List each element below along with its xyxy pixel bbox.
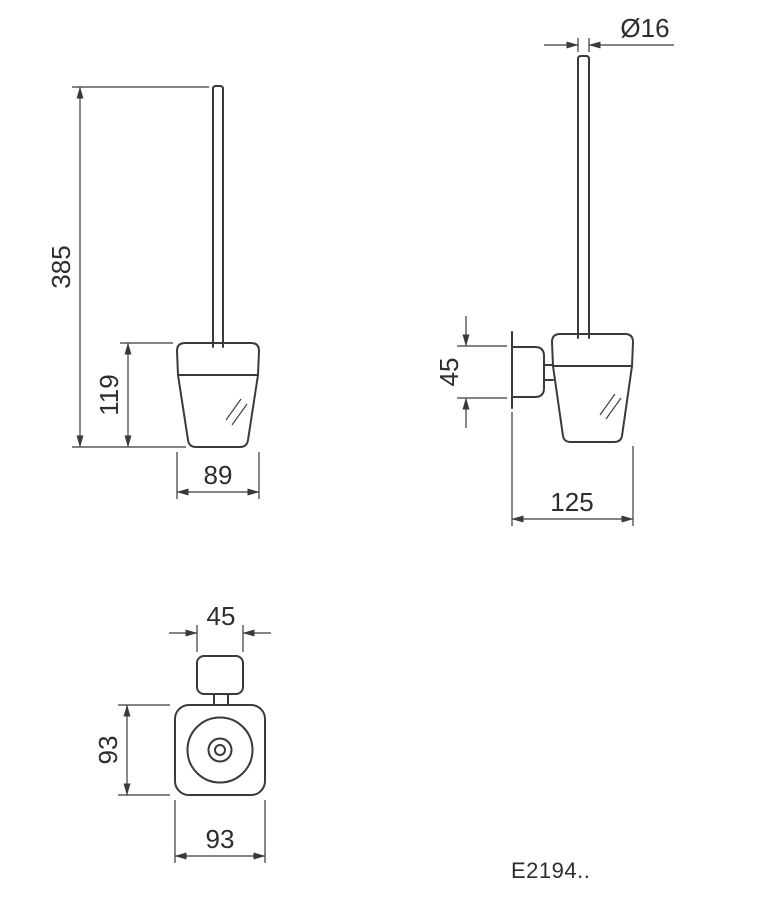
dim-label-holder-width: 89: [204, 460, 233, 490]
dimension-handle-diameter: Ø16: [544, 13, 674, 52]
dimension-total-height: 385: [46, 86, 209, 448]
dimension-body-depth: 93: [93, 704, 170, 796]
dim-label-handle-diameter: Ø16: [620, 13, 669, 43]
brush-handle-front: [212, 85, 224, 348]
dimension-body-width: 93: [174, 800, 266, 863]
top-view: 45 93 93: [93, 601, 271, 863]
glass-highlight-line: [225, 398, 242, 421]
wall-bracket-top: [196, 655, 244, 695]
brush-handle-side: [577, 55, 590, 339]
dimension-bracket-width: 45: [169, 601, 271, 652]
product-code: E2194..: [511, 858, 590, 883]
brush-shaft-center-circle: [214, 744, 226, 756]
dim-label-bracket-height: 45: [434, 358, 464, 387]
dimension-holder-height: 119: [94, 342, 173, 448]
dimension-total-depth: 125: [511, 412, 634, 526]
holder-body-top: [174, 704, 266, 796]
dim-label-body-width: 93: [206, 824, 235, 854]
brush-shaft-circle: [207, 737, 233, 763]
dim-label-total-depth: 125: [550, 487, 593, 517]
glass-highlight-line: [599, 393, 616, 416]
dim-label-bracket-width: 45: [207, 601, 236, 631]
cup-opening-circle: [186, 716, 254, 784]
dimension-holder-width: 89: [176, 452, 260, 499]
cup-holder-front: [176, 342, 260, 448]
glass-highlight-line: [231, 403, 248, 426]
dim-label-total-height: 385: [46, 245, 76, 288]
dimension-bracket-height: 45: [434, 316, 507, 428]
glass-highlight-line: [605, 397, 622, 420]
wall-bracket-side: [511, 346, 545, 398]
cup-holder-side: [551, 333, 634, 443]
dim-label-holder-height: 119: [94, 374, 124, 415]
side-view: Ø16 45 125: [434, 13, 674, 526]
dim-label-body-depth: 93: [93, 736, 123, 765]
front-view: 385 119 89: [46, 85, 260, 499]
